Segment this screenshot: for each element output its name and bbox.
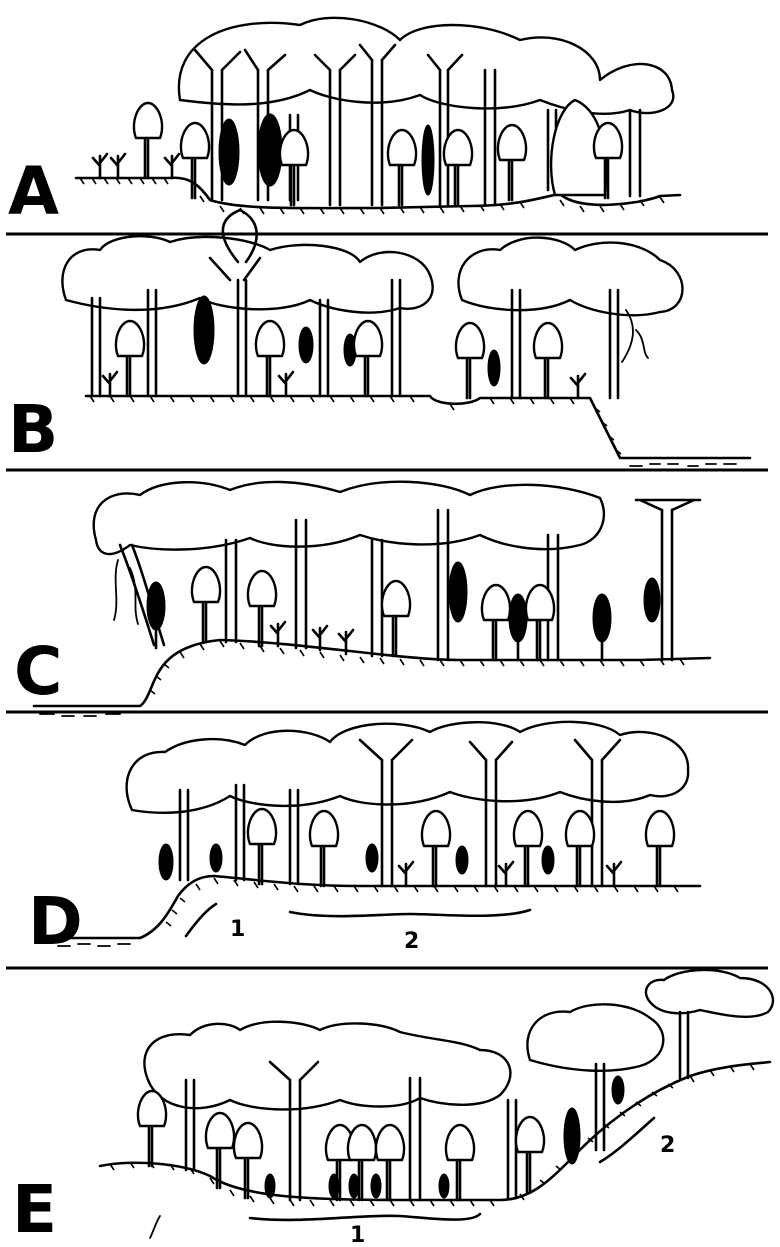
panel-b-label: B (8, 391, 58, 468)
panel-a: A (8, 18, 680, 230)
panel-c: C (14, 482, 710, 716)
panel-c-vegetation (94, 482, 700, 660)
panel-d-vegetation (127, 722, 689, 886)
panel-e-vegetation (138, 970, 773, 1238)
panel-c-label: C (14, 633, 62, 710)
zone-d2-label: 2 (404, 929, 419, 954)
zone-d1-label: 1 (230, 917, 245, 942)
panel-d: D 1 2 (28, 722, 700, 960)
panel-b-ground (86, 396, 750, 466)
panel-a-label: A (8, 153, 59, 230)
panel-b-vegetation (62, 210, 682, 398)
zone-e1-label: 1 (350, 1223, 365, 1247)
panel-e: E 1 2 (12, 970, 773, 1247)
zone-d2-bracket (290, 910, 530, 916)
zone-d1-bracket (186, 904, 216, 936)
zone-e2-label: 2 (660, 1133, 675, 1158)
zone-e1-bracket (250, 1214, 480, 1220)
panel-d-label: D (28, 883, 83, 960)
panel-b: B (8, 210, 750, 468)
panel-e-label: E (12, 1171, 57, 1247)
